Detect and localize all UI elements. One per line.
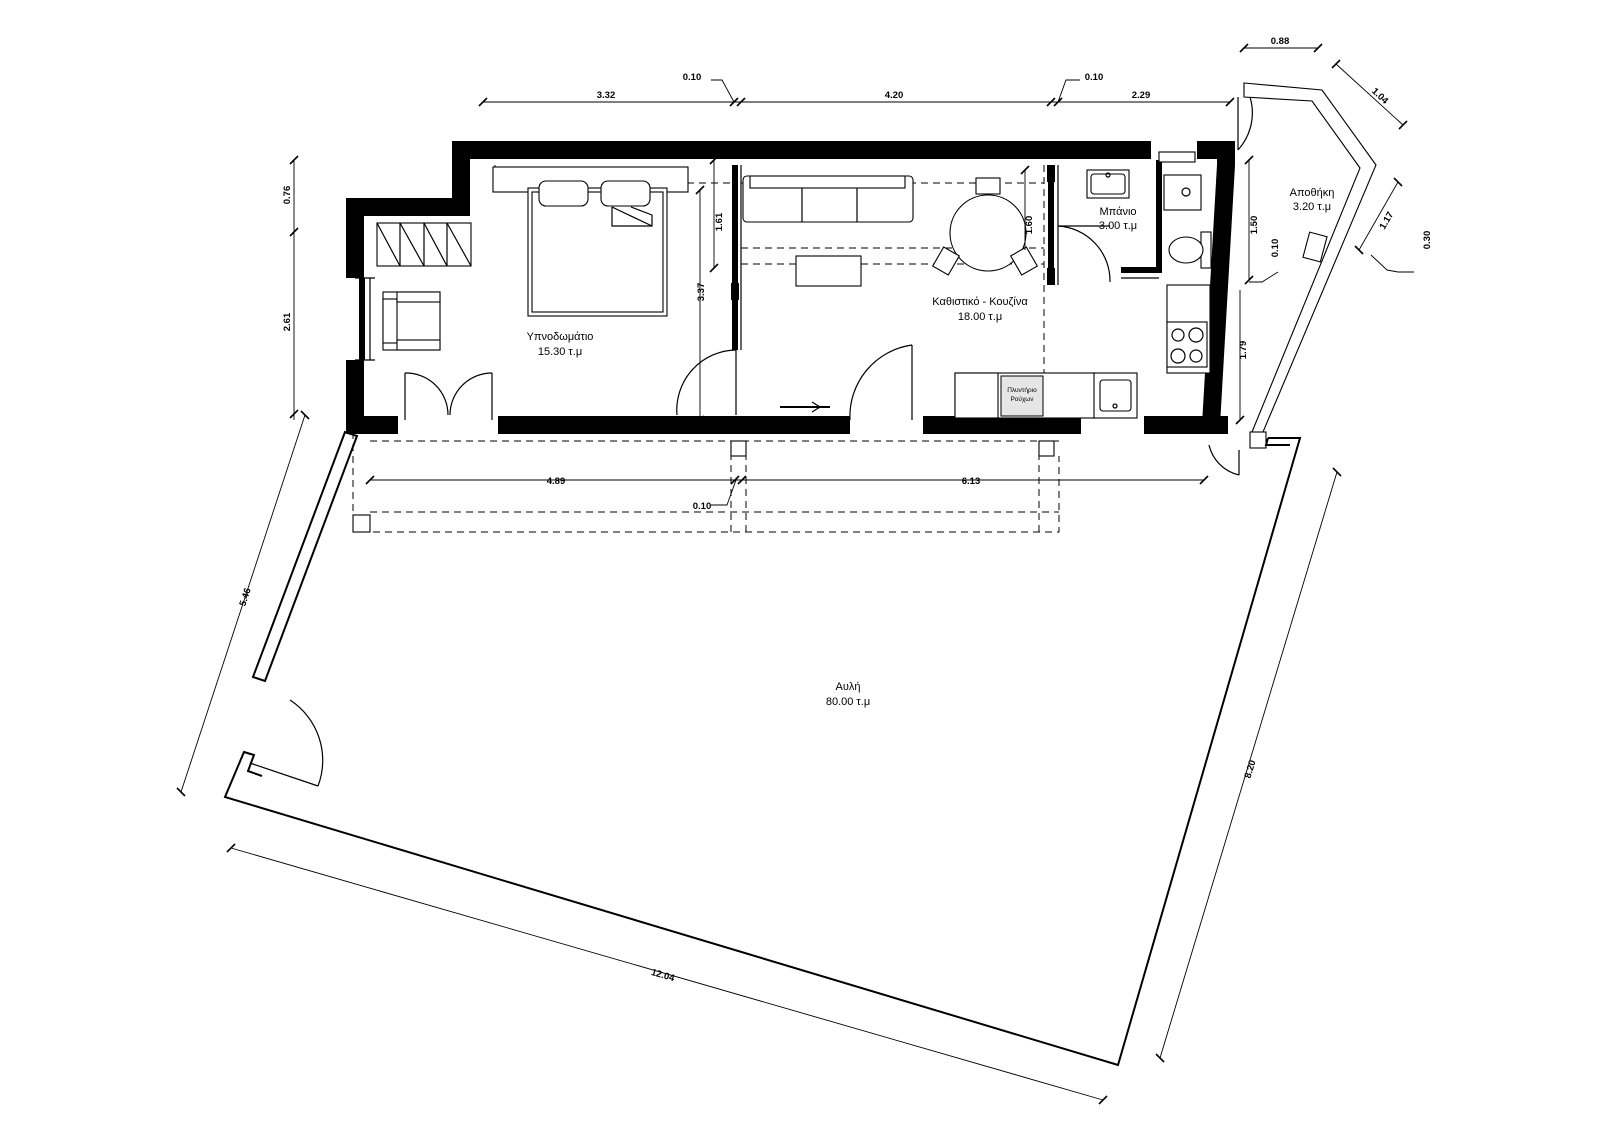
dim-yard-bottom: 12.04 <box>650 967 677 984</box>
bath-name: Μπάνιο <box>1099 206 1136 218</box>
dim-bath-wall: 0.10 <box>1270 239 1281 258</box>
yard-boundary <box>223 430 1302 1067</box>
fridge <box>954 372 999 419</box>
bathroom-fixtures <box>1086 169 1212 269</box>
kitchen <box>954 284 1211 419</box>
dim-bottom-wall: 0.10 <box>693 501 712 512</box>
bath-area: 3.00 τ.μ <box>1099 220 1137 232</box>
chair <box>1009 246 1039 276</box>
tv-unit <box>795 255 862 287</box>
chair <box>975 177 1001 195</box>
pillow <box>600 180 651 207</box>
living-area: 18.00 τ.μ <box>958 311 1002 323</box>
shower <box>1163 174 1202 211</box>
exterior-walls <box>346 141 1235 434</box>
storage-area: 3.20 τ.μ <box>1293 201 1331 213</box>
dim-bed-wall: 1.61 <box>714 212 725 231</box>
toilet <box>1168 236 1204 264</box>
dimension-lines <box>176 43 1414 1105</box>
washing-machine <box>1000 375 1044 417</box>
yard-name: Αυλή <box>836 681 861 693</box>
laundry-label-2: Ρούχων <box>1010 395 1033 403</box>
dim-bath-h: 1.50 <box>1249 216 1260 235</box>
dim-table: 1.60 <box>1024 216 1035 235</box>
dim-left-upper: 0.76 <box>282 186 293 205</box>
dim-yard-left: 5.46 <box>238 587 254 608</box>
dim-top-wall2: 0.10 <box>1085 72 1104 83</box>
dim-bed-inner: 3.37 <box>696 283 707 302</box>
dim-left-lower: 2.61 <box>282 312 293 331</box>
dim-storage-angle: 1.04 <box>1369 86 1391 107</box>
columns <box>352 440 1055 533</box>
dim-top-living: 4.20 <box>885 90 904 101</box>
living-furniture <box>742 175 1039 413</box>
living-name: Καθιστικό - Κουζίνα <box>932 296 1028 308</box>
dining-table <box>949 194 1027 272</box>
room-labels: Υπνοδωμάτιο 15.30 τ.μ Καθιστικό - Κουζίν… <box>527 187 1335 708</box>
bedroom-area: 15.30 τ.μ <box>538 346 582 358</box>
dim-bottom-left: 4.89 <box>547 476 566 487</box>
dim-storage-wall: 0.30 <box>1422 231 1433 250</box>
pillow <box>538 180 589 207</box>
dim-kitchen-h: 1.79 <box>1238 341 1249 360</box>
storage-name: Αποθήκη <box>1290 187 1335 199</box>
dim-top-wall1: 0.10 <box>683 72 702 83</box>
bedroom-furniture <box>376 166 689 351</box>
dim-top-bath: 2.29 <box>1132 90 1151 101</box>
bedroom-name: Υπνοδωμάτιο <box>527 331 594 343</box>
dim-bottom-right: 6.13 <box>962 476 981 487</box>
yard-area: 80.00 τ.μ <box>826 696 870 708</box>
chair <box>931 246 961 276</box>
interior-walls <box>731 151 1196 350</box>
doors <box>249 225 1240 787</box>
dim-top-bedroom: 3.32 <box>597 90 616 101</box>
laundry-label-1: Πλυντήριο <box>1007 387 1037 394</box>
storage-walls <box>1237 82 1377 449</box>
dim-storage-top: 0.88 <box>1271 36 1290 47</box>
dim-yard-right: 8.20 <box>1243 759 1259 780</box>
